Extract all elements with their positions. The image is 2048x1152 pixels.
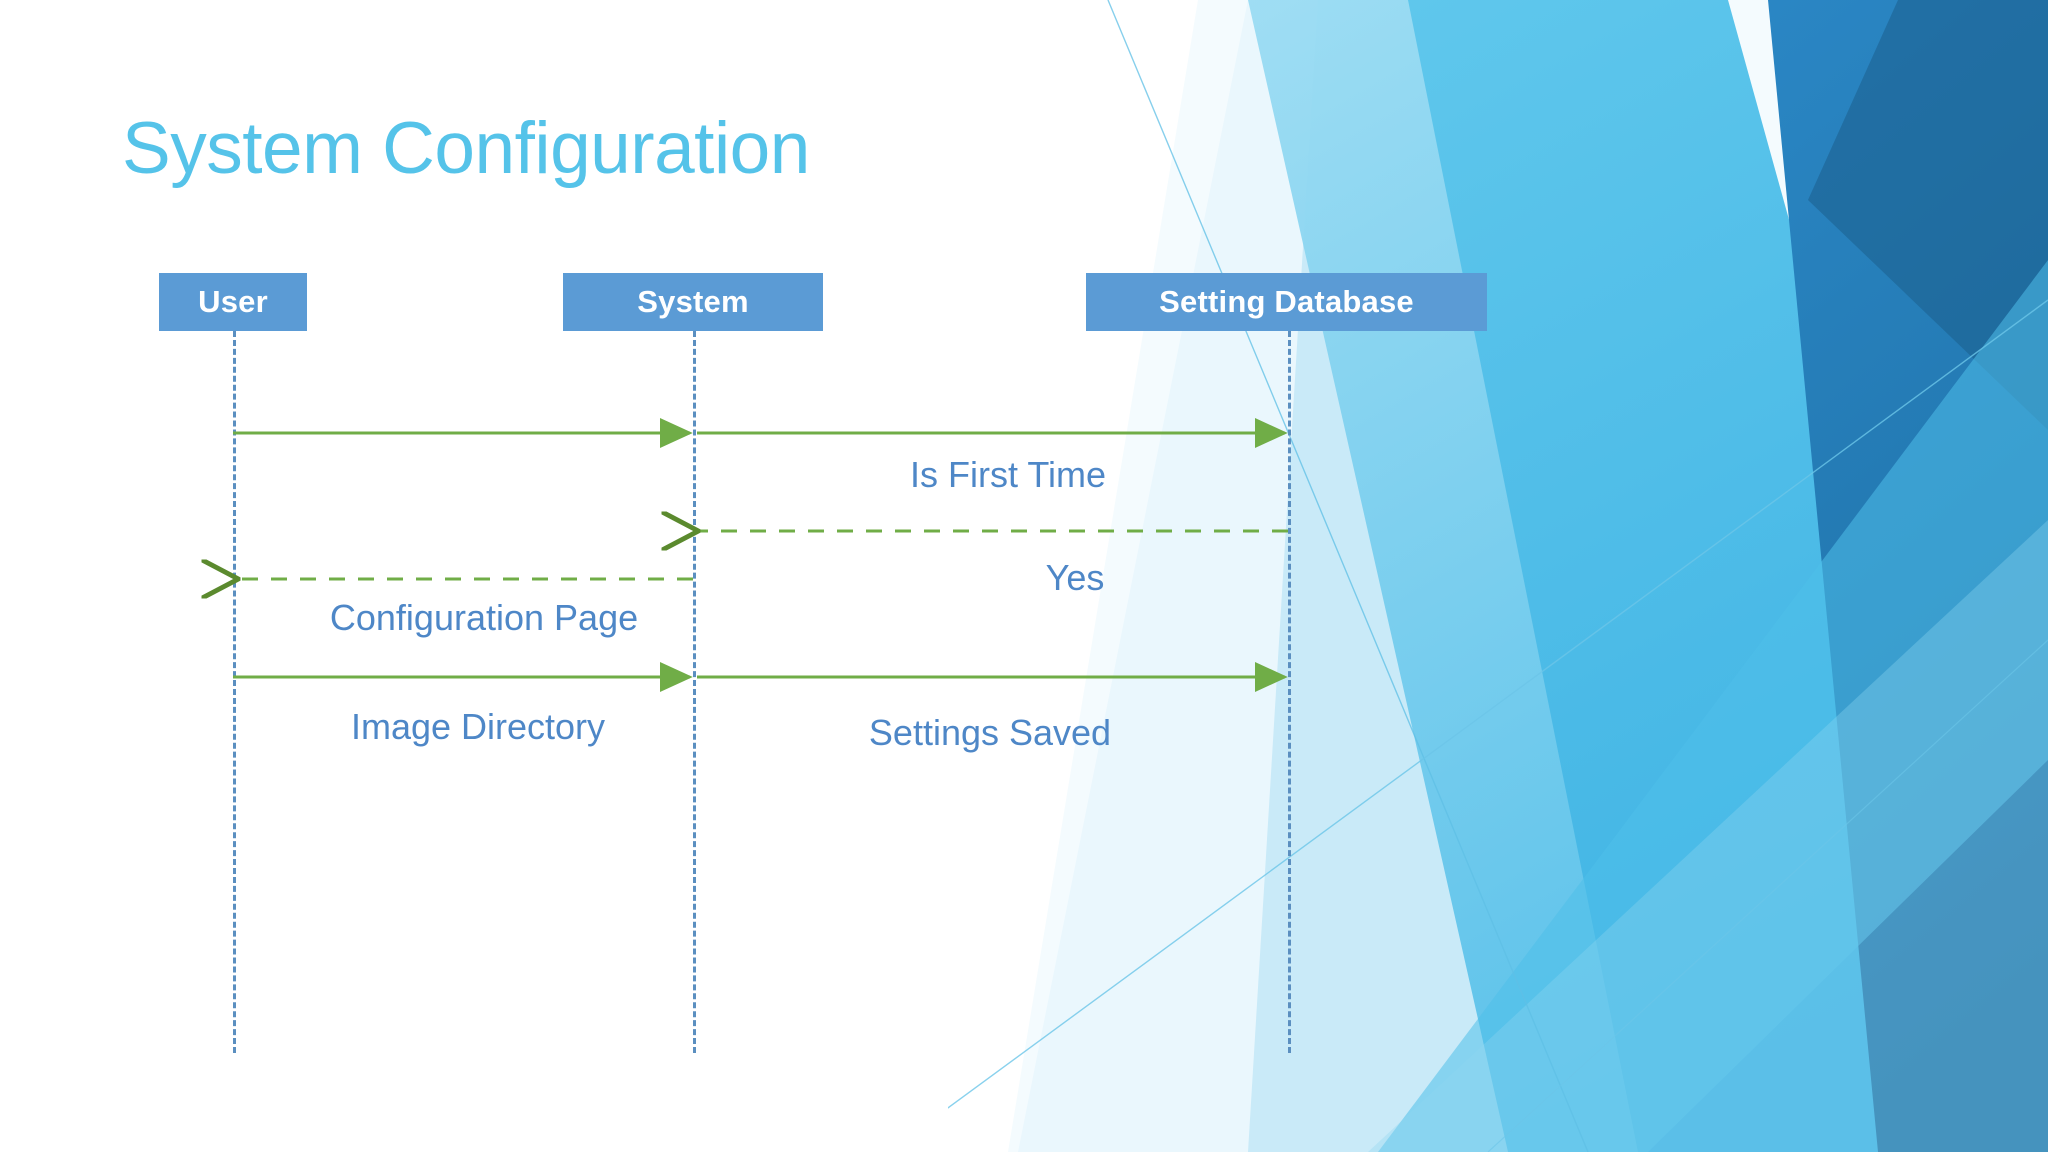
participant-setting-database-label: Setting Database (1159, 284, 1414, 319)
slide-title: System Configuration (122, 108, 810, 189)
message-label-yes: Yes (1045, 557, 1105, 598)
message-label-image-directory: Image Directory (350, 706, 606, 747)
message-label-configuration-page: Configuration Page (329, 597, 639, 638)
participant-user[interactable]: User (159, 273, 307, 331)
message-label-is-first-time: Is First Time (910, 454, 1106, 495)
participant-system[interactable]: System (563, 273, 823, 331)
lifeline-system (693, 331, 696, 1053)
participant-setting-database[interactable]: Setting Database (1086, 273, 1487, 331)
participant-user-label: User (198, 284, 268, 319)
lifeline-user (233, 331, 236, 1053)
message-label-settings-saved: Settings Saved (868, 712, 1112, 753)
lifeline-setting-database (1288, 331, 1291, 1053)
participant-system-label: System (637, 284, 749, 319)
